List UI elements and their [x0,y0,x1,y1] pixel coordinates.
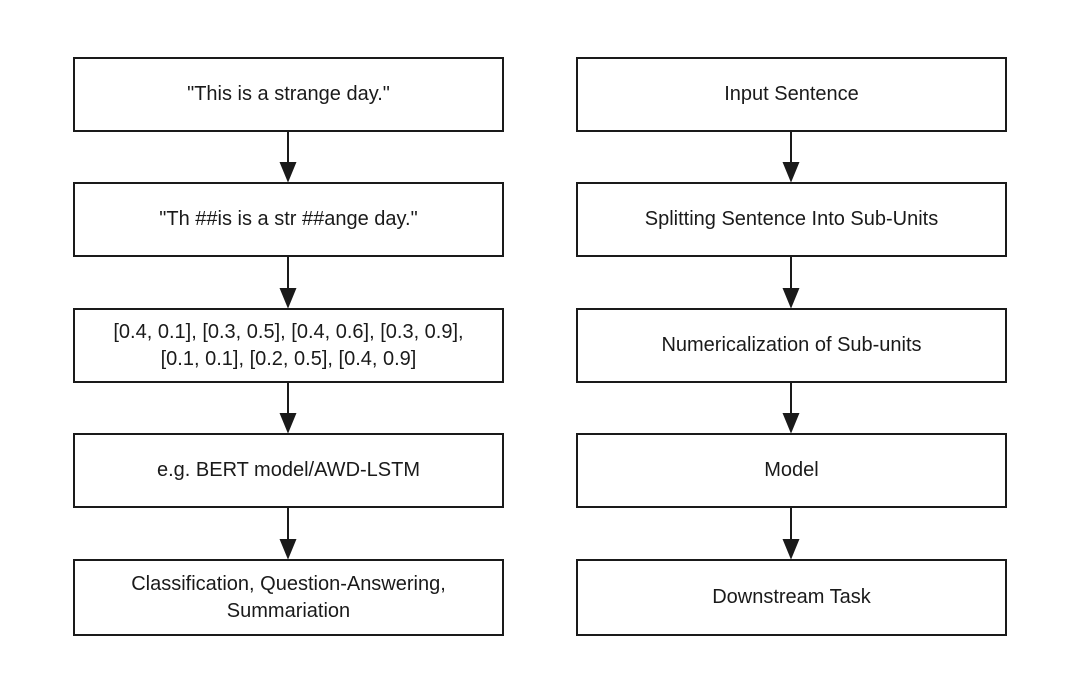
arrowhead-left-3 [279,413,297,434]
example-subunits-box: "Th ##is is a str ##ange day." [73,182,504,257]
example-input-sentence-box: "This is a strange day." [73,57,504,132]
example-model-box: e.g. BERT model/AWD-LSTM [73,433,504,508]
splitting-box: Splitting Sentence Into Sub-Units [576,182,1007,257]
arrowhead-right-2 [782,288,800,309]
example-task-box: Classification, Question-Answering, Summ… [73,559,504,636]
numericalization-box: Numericalization of Sub-units [576,308,1007,383]
arrowhead-right-4 [782,539,800,560]
model-box: Model [576,433,1007,508]
arrowhead-right-3 [782,413,800,434]
arrowhead-left-1 [279,162,297,183]
arrowhead-left-2 [279,288,297,309]
downstream-task-box: Downstream Task [576,559,1007,636]
arrowhead-left-4 [279,539,297,560]
example-vectors-box: [0.4, 0.1], [0.3, 0.5], [0.4, 0.6], [0.3… [73,308,504,383]
input-sentence-box: Input Sentence [576,57,1007,132]
arrowhead-right-1 [782,162,800,183]
